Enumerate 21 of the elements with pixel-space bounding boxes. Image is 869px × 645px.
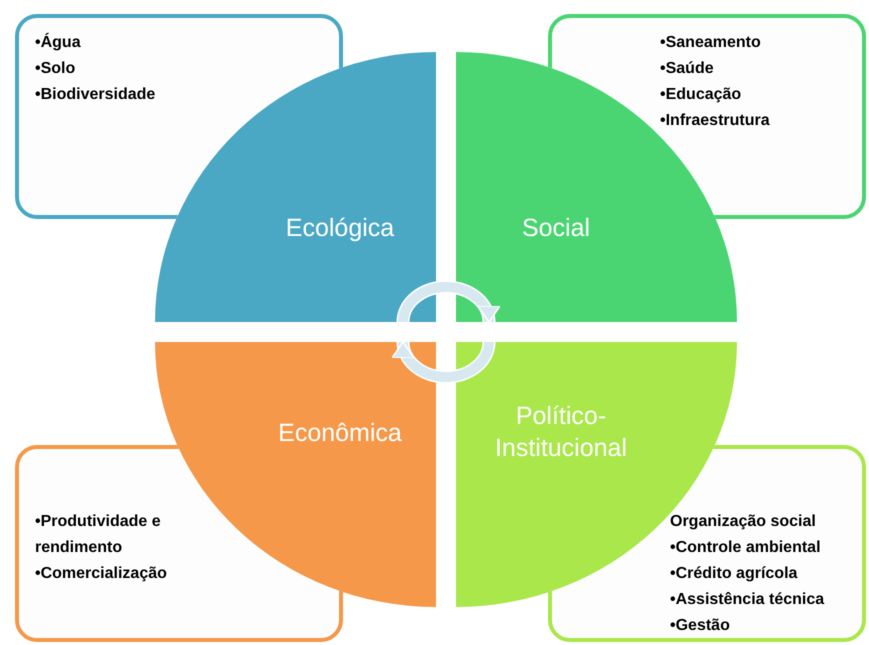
list-item: •Saúde	[660, 59, 715, 79]
list-item: •Controle ambiental	[670, 538, 822, 558]
segment-label: Econômica	[278, 418, 402, 449]
list-item: •Produtividade e rendimento	[35, 512, 162, 558]
segment-label: Social	[522, 213, 590, 244]
list-item: •Infraestrutura	[660, 111, 771, 131]
list-item: Organização social	[670, 512, 817, 532]
list-item: •Comercialização	[35, 564, 168, 584]
list-item: •Assistência técnica	[670, 590, 826, 610]
curved-arrow	[392, 341, 496, 384]
list-item: •Crédito agrícola	[670, 564, 798, 584]
list-item: •Educação	[660, 85, 742, 105]
list-item: •Água	[35, 32, 82, 53]
list-item: •Solo	[35, 59, 76, 79]
list-item: •Gestão	[670, 616, 731, 636]
curved-arrow	[396, 280, 500, 323]
list-item: •Saneamento	[660, 33, 762, 53]
quarter-circle-segment	[155, 52, 436, 322]
list-item: •Biodiversidade	[35, 85, 156, 105]
segment-label: Político-Institucional	[494, 401, 628, 464]
segment-label: Ecológica	[286, 213, 394, 244]
